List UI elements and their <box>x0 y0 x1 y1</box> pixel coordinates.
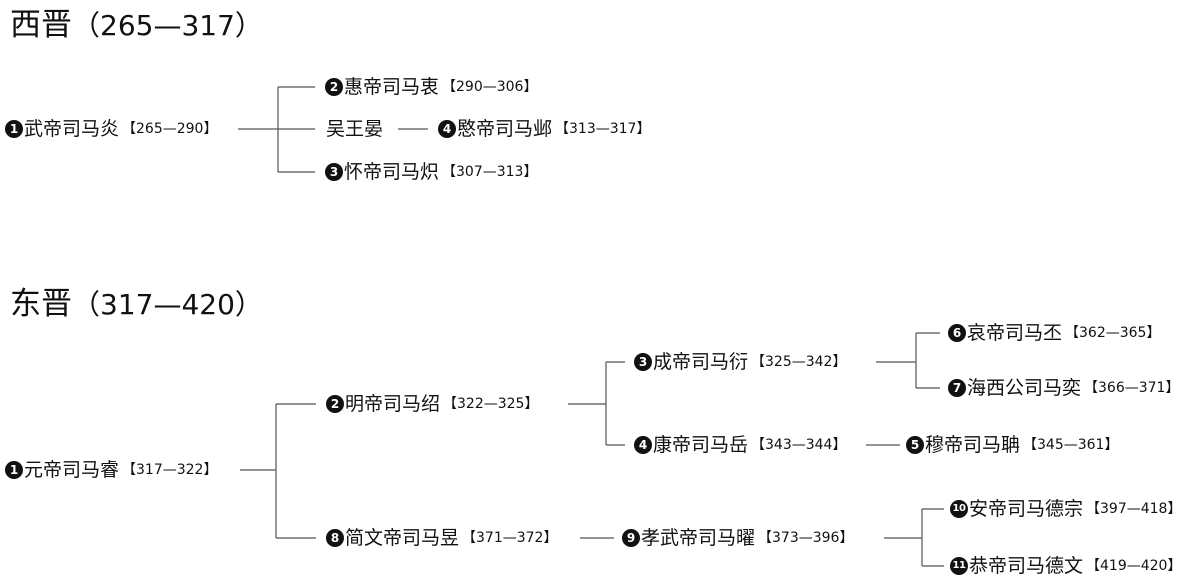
number-badge: 4 <box>438 120 456 138</box>
reign-years: 【371—372】 <box>462 530 558 546</box>
connector-mingdi <box>568 361 625 446</box>
number-badge: 5 <box>906 436 924 454</box>
reign-years: 【362—365】 <box>1065 325 1161 341</box>
node-wuwang: 吴王晏 <box>326 116 383 142</box>
eastern-jin-years: （317—420） <box>72 288 263 321</box>
ruler-name: 哀帝司马丕 <box>967 322 1063 344</box>
number-badge: 8 <box>326 529 344 547</box>
number-badge: 3 <box>634 353 652 371</box>
number-badge: 1 <box>5 461 23 479</box>
reign-years: 【325—342】 <box>751 354 847 370</box>
eastern-jin-title: 东晋（317—420） <box>10 287 263 322</box>
ruler-name: 孝武帝司马曜 <box>641 527 756 549</box>
ruler-name: 惠帝司马衷 <box>344 76 440 98</box>
number-badge: 2 <box>325 78 343 96</box>
reign-years: 【397—418】 <box>1086 501 1182 517</box>
ruler-name: 穆帝司马聃 <box>925 434 1021 456</box>
number-badge: 3 <box>325 163 343 181</box>
eastern-jin-name: 东晋 <box>10 286 72 322</box>
reign-years: 【345—361】 <box>1023 437 1119 453</box>
ruler-name: 成帝司马衍 <box>653 351 749 373</box>
reign-years: 【419—420】 <box>1086 558 1182 574</box>
reign-years: 【366—371】 <box>1084 380 1180 396</box>
ruler-name: 怀帝司马炽 <box>344 161 440 183</box>
ruler-name: 安帝司马德宗 <box>969 498 1084 520</box>
number-badge: 6 <box>948 324 966 342</box>
connector-chengdi <box>876 332 940 389</box>
number-badge: 10 <box>950 500 968 518</box>
number-badge: 2 <box>326 395 344 413</box>
reign-years: 【265—290】 <box>122 121 218 137</box>
ruler-name: 明帝司马绍 <box>345 393 441 415</box>
ruler-name: 康帝司马岳 <box>653 434 749 456</box>
western-jin-name: 西晋 <box>10 7 72 43</box>
connector-yuandi <box>240 403 316 539</box>
reign-years: 【373—396】 <box>758 530 854 546</box>
reign-years: 【343—344】 <box>751 437 847 453</box>
ruler-name: 恭帝司马德文 <box>969 555 1084 577</box>
ruler-name: 愍帝司马邺 <box>457 118 553 140</box>
number-badge: 4 <box>634 436 652 454</box>
connector-wudi <box>238 86 315 173</box>
ruler-name: 武帝司马炎 <box>24 118 120 140</box>
ruler-name: 海西公司马奕 <box>967 377 1082 399</box>
ruler-name: 吴王晏 <box>326 118 384 140</box>
reign-years: 【290—306】 <box>442 79 538 95</box>
reign-years: 【322—325】 <box>443 396 539 412</box>
connector-xiaowu <box>884 508 944 567</box>
number-badge: 7 <box>948 379 966 397</box>
western-jin-title: 西晋（265—317） <box>10 8 263 43</box>
ruler-name: 元帝司马睿 <box>24 459 120 481</box>
number-badge: 9 <box>622 529 640 547</box>
western-jin-years: （265—317） <box>72 9 263 42</box>
reign-years: 【317—322】 <box>122 462 218 478</box>
number-badge: 11 <box>950 557 968 575</box>
reign-years: 【307—313】 <box>442 164 538 180</box>
number-badge: 1 <box>5 120 23 138</box>
ruler-name: 简文帝司马昱 <box>345 527 460 549</box>
reign-years: 【313—317】 <box>555 121 651 137</box>
